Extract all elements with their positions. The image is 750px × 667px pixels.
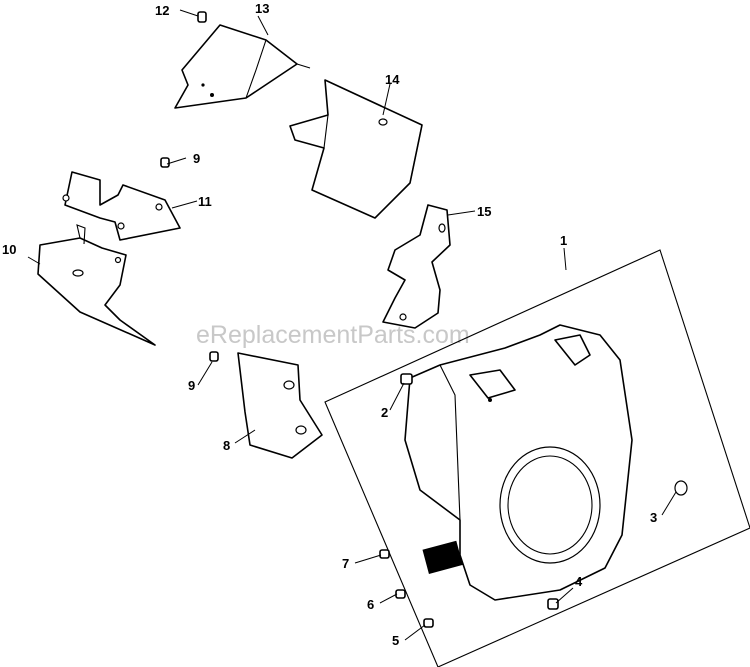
callout-11: 11	[198, 194, 212, 209]
callout-9-upper: 9	[193, 151, 200, 166]
part-10-baffle[interactable]	[37, 224, 156, 346]
part-11-bracket[interactable]	[62, 171, 181, 241]
callout-13: 13	[255, 1, 269, 16]
part-8-bracket[interactable]	[237, 352, 323, 459]
part-13-baffle[interactable]	[174, 24, 311, 109]
callout-9-lower: 9	[188, 378, 195, 393]
part-2-nut[interactable]	[400, 373, 413, 385]
callout-15: 15	[477, 204, 491, 219]
part-15-bracket[interactable]	[382, 204, 451, 329]
callout-14: 14	[385, 72, 400, 87]
part-7-screw[interactable]	[379, 549, 390, 559]
part-1-blower-housing[interactable]	[404, 324, 633, 601]
part-5-screw[interactable]	[423, 618, 434, 628]
callout-8: 8	[223, 438, 230, 453]
callout-4: 4	[575, 574, 583, 589]
part-4-nut[interactable]	[547, 598, 559, 610]
kit-outline-box	[324, 249, 750, 667]
callout-7: 7	[342, 556, 349, 571]
callout-6: 6	[367, 597, 374, 612]
part-3-grommet[interactable]	[674, 480, 688, 496]
leader-lines	[27, 9, 677, 641]
part-12-screw[interactable]	[197, 11, 207, 23]
watermark: eReplacementParts.com	[196, 321, 470, 349]
part-9-screw-lower[interactable]	[209, 351, 219, 362]
part-6-screw[interactable]	[395, 589, 406, 599]
callout-2: 2	[381, 405, 388, 420]
callout-1: 1	[560, 233, 567, 248]
callout-3: 3	[650, 510, 657, 525]
callout-10: 10	[2, 242, 16, 257]
part-14-baffle[interactable]	[289, 79, 423, 219]
part-9-screw-upper[interactable]	[160, 157, 170, 168]
callout-5: 5	[392, 633, 399, 648]
callout-12: 12	[155, 3, 169, 18]
